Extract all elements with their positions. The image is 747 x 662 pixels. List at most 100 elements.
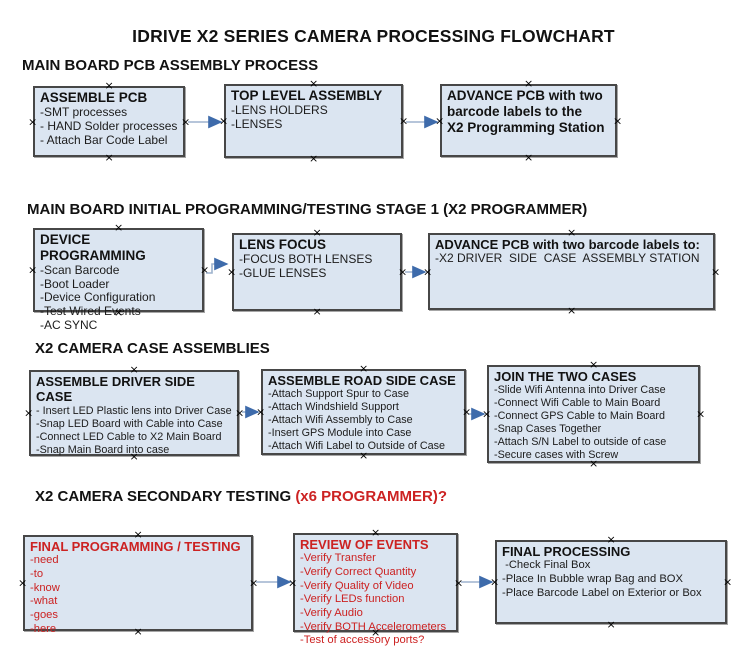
- connection-point-icon: [105, 153, 114, 162]
- connection-point-icon: [288, 578, 297, 587]
- section-heading-secondary-testing: X2 CAMERA SECONDARY TESTING (x6 PROGRAMM…: [35, 488, 447, 505]
- connection-point-icon: [134, 530, 143, 539]
- box-item: -here: [30, 622, 57, 635]
- box-item: -Connect Wifi Cable to Main Board: [494, 397, 661, 410]
- box-item: -Verify Quality of Video: [300, 579, 414, 592]
- box-item: -Snap LED Board with Cable into Case: [36, 417, 223, 430]
- flow-box-final-processing: FINAL PROCESSING -Check Final Box -Place…: [495, 540, 727, 624]
- connection-point-icon: [227, 268, 236, 277]
- box-item: -Scan Barcode: [40, 262, 120, 277]
- section-heading-red-part: (x6 PROGRAMMER)?: [295, 488, 447, 505]
- box-title: ASSEMBLE ROAD SIDE CASE: [268, 373, 456, 388]
- flow-box-assemble-road-side-case: ASSEMBLE ROAD SIDE CASE -Attach Support …: [261, 369, 466, 455]
- box-item: - Attach Bar Code Label: [40, 132, 168, 147]
- section-heading-case-assemblies: X2 CAMERA CASE ASSEMBLIES: [35, 340, 270, 357]
- flow-box-top-level-assembly: TOP LEVEL ASSEMBLY -LENS HOLDERS -LENSES: [224, 84, 403, 158]
- flow-box-advance-pcb-driver-side-station: ADVANCE PCB with two barcode labels to: …: [428, 233, 715, 310]
- box-title: TOP LEVEL ASSEMBLY: [231, 88, 383, 103]
- box-item: -Slide Wifi Antenna into Driver Case: [494, 384, 666, 397]
- box-item: -FOCUS BOTH LENSES: [239, 251, 373, 266]
- connection-point-icon: [589, 360, 598, 369]
- box-item: -Place In Bubble wrap Bag and BOX: [502, 572, 683, 585]
- box-title: DEVICE PROGRAMMING: [40, 232, 146, 263]
- box-item: -Boot Loader: [40, 276, 110, 291]
- connection-point-icon: [613, 116, 622, 125]
- box-item: -SMT processes: [40, 104, 128, 119]
- connection-point-icon: [524, 79, 533, 88]
- box-title: ADVANCE PCB with two barcode labels to t…: [447, 88, 605, 135]
- box-item: -what: [30, 595, 58, 608]
- box-item: -Snap Main Board into case: [36, 443, 170, 456]
- flow-box-assemble-pcb: ASSEMBLE PCB -SMT processes - HAND Solde…: [33, 86, 185, 157]
- connection-point-icon: [309, 154, 318, 163]
- box-item: -Attach Wifi Assembly to Case: [268, 414, 413, 427]
- connection-point-icon: [249, 579, 258, 588]
- box-item: -Secure cases with Screw: [494, 449, 619, 462]
- box-title: ASSEMBLE PCB: [40, 90, 148, 105]
- connection-point-icon: [24, 409, 33, 418]
- connection-point-icon: [567, 228, 576, 237]
- box-item: -LENSES: [231, 116, 283, 131]
- box-item: -goes: [30, 608, 58, 621]
- box-item: -Device Configuration: [40, 290, 156, 305]
- connection-point-icon: [200, 266, 209, 275]
- connection-point-icon: [723, 578, 732, 587]
- box-item: -GLUE LENSES: [239, 265, 327, 280]
- box-item: -Place Barcode Label on Exterior or Box: [502, 586, 702, 599]
- connection-point-icon: [309, 79, 318, 88]
- connection-point-icon: [462, 408, 471, 417]
- connection-point-icon: [371, 528, 380, 537]
- connection-point-icon: [256, 408, 265, 417]
- box-item: -Snap Cases Together: [494, 423, 602, 436]
- flow-box-lens-focus: LENS FOCUS -FOCUS BOTH LENSES -GLUE LENS…: [232, 233, 402, 311]
- box-item: -Test of accessory ports?: [300, 634, 425, 647]
- connection-point-icon: [313, 228, 322, 237]
- page-title: IDRIVE X2 SERIES CAMERA PROCESSING FLOWC…: [132, 26, 615, 46]
- connection-point-icon: [524, 153, 533, 162]
- box-item: -know: [30, 581, 60, 594]
- box-item: -Connect LED Cable to X2 Main Board: [36, 430, 222, 443]
- box-title: REVIEW OF EVENTS: [300, 537, 429, 552]
- flow-box-advance-pcb-programming-station: ADVANCE PCB with two barcode labels to t…: [440, 84, 617, 157]
- connection-point-icon: [235, 409, 244, 418]
- connection-point-icon: [359, 364, 368, 373]
- box-item: -to: [30, 567, 44, 580]
- connection-point-icon: [114, 223, 123, 232]
- box-item: - Insert LED Plastic lens into Driver Ca…: [36, 404, 232, 417]
- box-item: -Verify Transfer: [300, 552, 376, 565]
- connection-point-icon: [181, 117, 190, 126]
- box-title: ADVANCE PCB with two barcode labels to:: [435, 237, 700, 252]
- connection-point-icon: [435, 116, 444, 125]
- box-item: -Insert GPS Module into Case: [268, 427, 412, 440]
- box-item: -Verify Correct Quantity: [300, 565, 417, 578]
- flow-box-assemble-driver-side-case: ASSEMBLE DRIVER SIDE CASE - Insert LED P…: [29, 370, 239, 456]
- box-item: -AC SYNC: [40, 318, 98, 333]
- box-item: -Verify Audio: [300, 606, 363, 619]
- box-item: - HAND Solder processes: [40, 118, 178, 133]
- connection-point-icon: [18, 579, 27, 588]
- box-item: -Check Final Box: [502, 559, 591, 572]
- box-item: -need: [30, 554, 59, 567]
- connection-point-icon: [105, 81, 114, 90]
- box-title: FINAL PROCESSING: [502, 544, 631, 559]
- connection-point-icon: [313, 307, 322, 316]
- connection-point-icon: [696, 410, 705, 419]
- connection-point-icon: [607, 535, 616, 544]
- connection-point-icon: [28, 266, 37, 275]
- connection-point-icon: [567, 306, 576, 315]
- box-item: -Attach Wifi Label to Outside of Case: [268, 440, 446, 453]
- box-title: JOIN THE TWO CASES: [494, 369, 637, 384]
- section-heading-initial-programming: MAIN BOARD INITIAL PROGRAMMING/TESTING S…: [27, 201, 588, 218]
- box-item: -Test Wired Events: [40, 304, 141, 319]
- section-heading-black-part: X2 CAMERA SECONDARY TESTING: [35, 488, 296, 505]
- connection-point-icon: [130, 365, 139, 374]
- box-item: -Attach S/N Label to outside of case: [494, 436, 667, 449]
- connector-arrow: [206, 257, 229, 274]
- connection-point-icon: [482, 410, 491, 419]
- connection-point-icon: [398, 268, 407, 277]
- box-title: ASSEMBLE DRIVER SIDE CASE: [36, 374, 195, 405]
- box-item: -Verify LEDs function: [300, 593, 405, 606]
- connection-point-icon: [28, 117, 37, 126]
- connection-point-icon: [711, 267, 720, 276]
